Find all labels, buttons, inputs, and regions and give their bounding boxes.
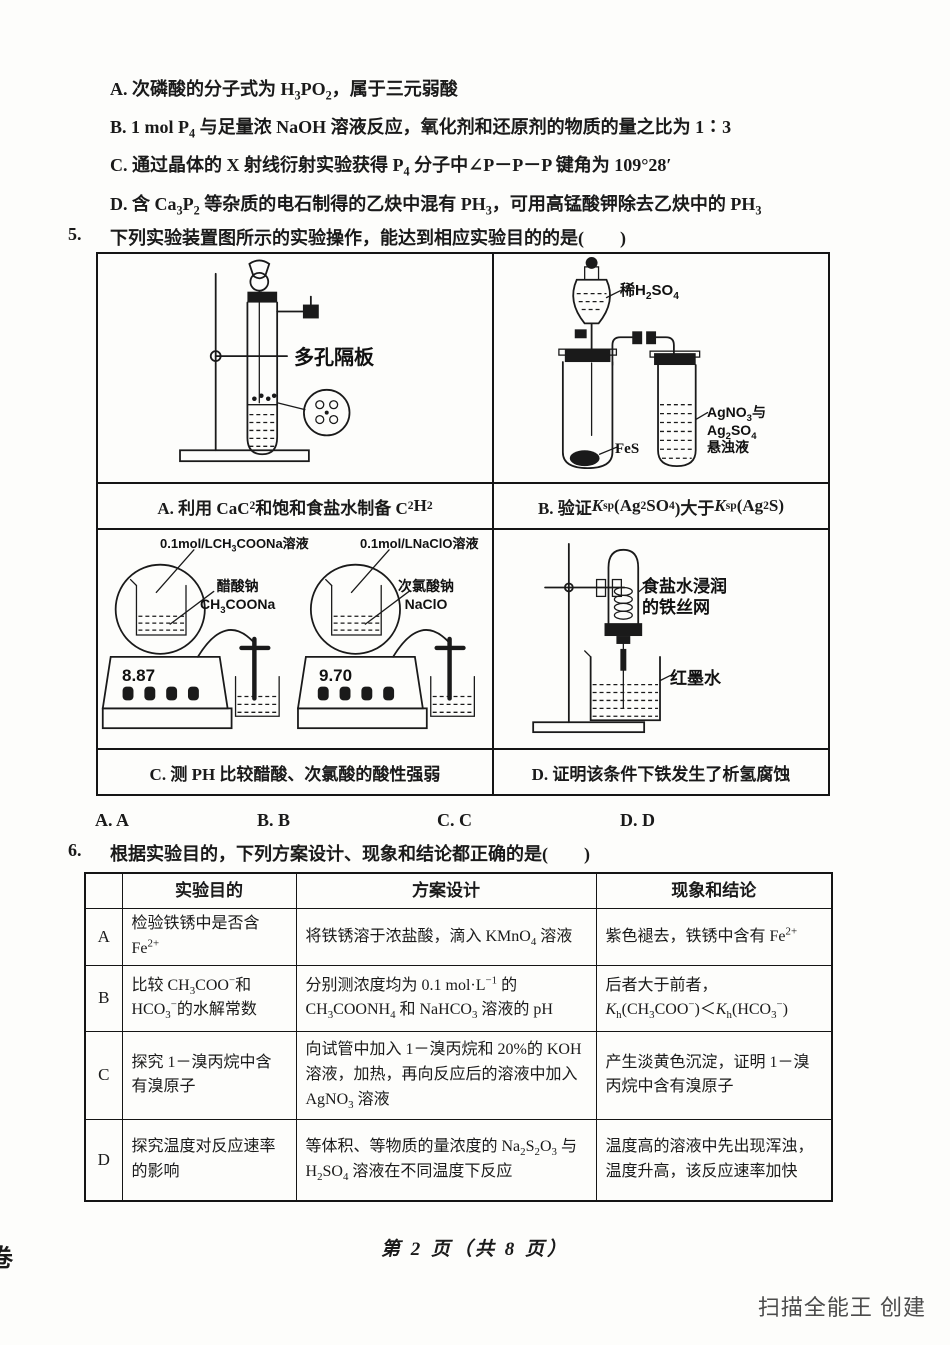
question5-number: 5. [68, 224, 82, 244]
iron-mesh-label: 食盐水浸润的铁丝网 [642, 577, 727, 618]
table-row-d: D 探究温度对反应速率的影响 等体积、等物质的量浓度的 Na2S2O3 与 H2… [84, 1118, 833, 1202]
row-a-design: 将铁锈溶于浓盐酸，滴入 KMnO4 溶液 [295, 908, 597, 966]
row-b-design: 分别测浓度均为 0.1 mol·L−1 的 CH3COONH4 和 NaHCO3… [295, 964, 597, 1032]
question6-stem: 根据实验目的，下列方案设计、现象和结论都正确的是( ) [110, 844, 590, 864]
ph-meter-setup-right [296, 549, 475, 730]
answer-option-d: D. D [620, 810, 655, 830]
table-row-a: A 检验铁锈中是否含 Fe2+ 将铁锈溶于浓盐酸，滴入 KMnO4 溶液 紫色褪… [84, 908, 833, 966]
apparatus-a-svg [179, 259, 351, 463]
apparatus-d-svg [532, 542, 671, 734]
answer-option-b: B. B [257, 810, 291, 830]
apparatus-c-svg [101, 549, 475, 730]
test-tube [246, 291, 279, 456]
row-b-purpose: 比较 CH3COO−和 HCO3−的水解常数 [121, 964, 297, 1032]
experiment-apparatus-table: 多孔隔板 [96, 252, 830, 796]
row-d-purpose: 探究温度对反应速率的影响 [121, 1118, 297, 1202]
row-c-design: 向试管中加入 1－溴丙烷和 20%的 KOH 溶液，加热，再向反应后的溶液中加入… [295, 1030, 597, 1120]
option-line-b: B. 1 mol P4 与足量浓 NaOH 溶液反应，氧化剂和还原剂的物质的量之… [110, 117, 732, 141]
option-line-a: A. 次磷酸的分子式为 H3PO2，属于三元弱酸 [110, 79, 458, 103]
red-ink-label: 红墨水 [670, 669, 721, 688]
row-a-purpose: 检验铁锈中是否含 Fe2+ [121, 908, 297, 966]
side-delivery-tube [276, 295, 319, 319]
header-purpose: 实验目的 [121, 872, 297, 910]
table-row-c: C 探究 1－溴丙烷中含有溴原子 向试管中加入 1－溴丙烷和 20%的 KOH … [84, 1030, 833, 1120]
test-tube-fes [558, 348, 618, 470]
row-a-key: A [84, 908, 123, 966]
porous-plate-detail [276, 388, 351, 437]
dilute-sulfuric-acid-label: 稀H2SO4 [620, 282, 679, 302]
separating-funnel [572, 256, 622, 355]
header-index [84, 872, 123, 910]
caption-d: D. 证明该条件下铁发生了析氢腐蚀 [531, 764, 791, 784]
header-design: 方案设计 [295, 872, 597, 910]
scanner-watermark: 扫描全能王 创建 [757, 1295, 926, 1320]
acetate-solution-label: 0.1mol/LCH3COONa溶液 [160, 536, 309, 554]
question6-number: 6. [68, 840, 82, 860]
iron-stand [179, 272, 310, 463]
row-d-key: D [84, 1118, 123, 1202]
experiment-design-table: 实验目的 方案设计 现象和结论 A 检验铁锈中是否含 Fe2+ 将铁锈溶于浓盐酸… [84, 872, 833, 1203]
header-conclusion: 现象和结论 [595, 872, 833, 910]
apparatus-b-svg [558, 256, 709, 470]
row-c-purpose: 探究 1－溴丙烷中含有溴原子 [121, 1030, 297, 1120]
row-b-key: B [84, 964, 123, 1032]
ph-reading-right: 9.70 [319, 666, 353, 685]
answer-option-a: A. A [95, 810, 130, 830]
fes-label: FeS [615, 441, 640, 457]
page-footer: 第 2 页（共 8 页） [380, 1239, 569, 1260]
connecting-tube [611, 331, 675, 366]
ph-reading-left: 8.87 [122, 666, 156, 685]
diagram-cell-a: 多孔隔板 [98, 254, 494, 484]
row-d-conclusion: 温度高的溶液中先出现浑浊，温度升高，该反应速率加快 [595, 1118, 833, 1202]
naclo-solution-label: 0.1mol/LNaClO溶液 [360, 536, 479, 551]
row-d-design: 等体积、等物质的量浓度的 Na2S2O3 与 H2SO4 溶液在不同温度下反应 [295, 1118, 597, 1202]
row-b-conclusion: 后者大于前者，Kh(CH3COO−)＜Kh(HCO3−) [595, 964, 833, 1032]
porous-plate-label: 多孔隔板 [294, 347, 374, 369]
iron-stand [532, 542, 646, 734]
caption-c: C. 测 PH 比较醋酸、次氯酸的酸性强弱 [98, 750, 494, 794]
row-c-key: C [84, 1030, 123, 1120]
edge-mark: 卷 [0, 1246, 13, 1272]
thistle-funnel [248, 259, 271, 404]
option-line-d: D. 含 Ca3P2 等杂质的电石制得的乙炔中混有 PH3，可用高锰酸钾除去乙炔… [110, 194, 762, 218]
option-line-c: C. 通过晶体的 X 射线衍射实验获得 P4 分子中∠P－P－P 键角为 109… [110, 155, 672, 179]
inverted-test-tube [604, 548, 643, 644]
row-a-conclusion: 紫色褪去，铁锈中含有 Fe2+ [595, 908, 833, 966]
table-row-b: B 比较 CH3COO−和 HCO3−的水解常数 分别测浓度均为 0.1 mol… [84, 964, 833, 1032]
diagram-cell-d: 食盐水浸润的铁丝网 红墨水 [494, 530, 828, 750]
test-tube-suspension [649, 350, 709, 468]
ph-meter-setup-left [101, 549, 280, 730]
answer-option-c: C. C [437, 810, 472, 830]
table-header-row: 实验目的 方案设计 现象和结论 [84, 872, 833, 910]
porous-plate-and-liquid [246, 393, 278, 447]
row-c-conclusion: 产生淡黄色沉淀，证明 1－溴丙烷中含有溴原子 [595, 1030, 833, 1120]
question5-stem: 下列实验装置图所示的实验操作，能达到相应实验目的的是( ) [110, 228, 626, 248]
